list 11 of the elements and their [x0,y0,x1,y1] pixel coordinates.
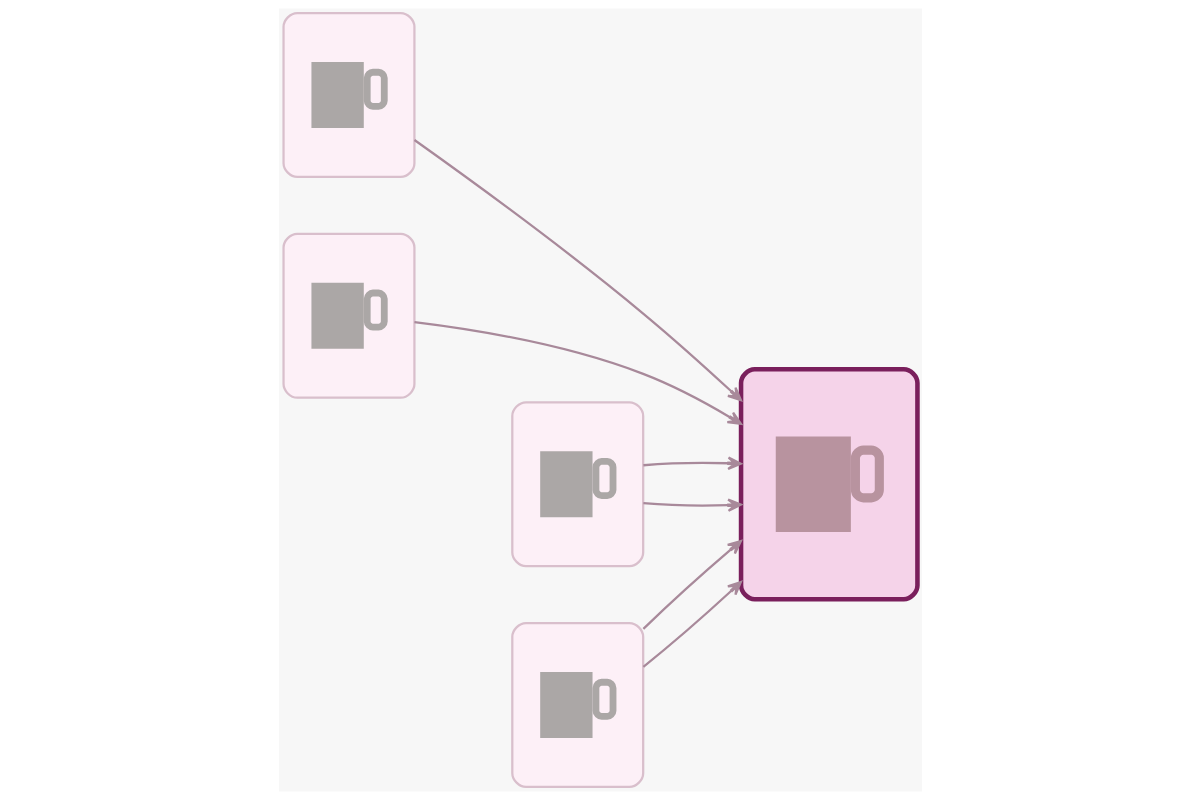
node-picture [281,232,416,399]
arrow [642,498,742,512]
node-picture [510,401,644,568]
node-picture [510,621,644,789]
arrow [642,580,742,668]
arrow [413,139,742,402]
node-picture [281,11,416,179]
node-picture [738,367,920,602]
arrow [642,539,742,630]
arrow [413,320,742,425]
arrow [642,456,742,471]
